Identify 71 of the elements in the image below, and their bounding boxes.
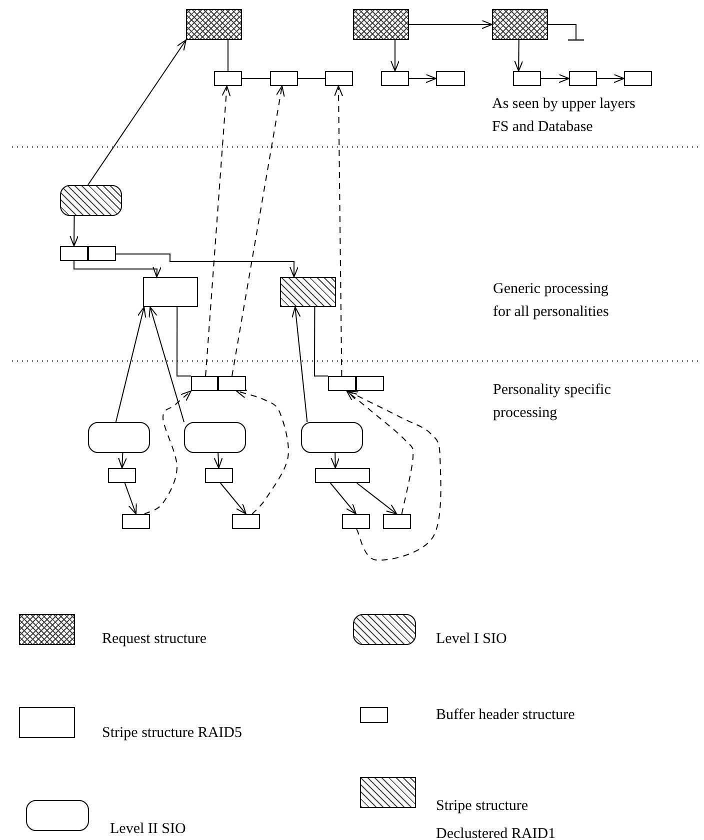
hatched-rounded-box [60, 185, 122, 216]
legend-label: Level I SIO [436, 630, 508, 649]
small-box [569, 71, 597, 86]
arrow [390, 40, 400, 72]
small-box [108, 468, 136, 483]
crosshatched-box [353, 9, 409, 40]
arrow [596, 74, 624, 83]
section-label: Generic processing for all personalities [493, 280, 610, 322]
small-box [381, 71, 409, 86]
arrow [115, 306, 146, 422]
connector-line [298, 78, 326, 79]
small-box [60, 246, 88, 261]
small-box [342, 514, 370, 529]
connector-line [314, 306, 328, 376]
dashed-arrow [346, 390, 414, 514]
arrow [356, 482, 398, 514]
section-label: As seen by upper layers FS and Database [492, 95, 636, 137]
arrow [292, 306, 308, 422]
legend-label: Request structure [102, 630, 208, 649]
small-box [328, 376, 356, 391]
connector-line [242, 78, 270, 79]
small-box [624, 71, 652, 86]
small-box [383, 514, 411, 529]
arrow [330, 452, 340, 468]
small-box [325, 71, 353, 86]
legend-label: Buffer header structure [436, 706, 576, 725]
arrow [118, 452, 127, 468]
small-box [205, 468, 233, 483]
arrow [124, 482, 137, 514]
section-label: Personality specific processing [493, 381, 612, 423]
arrow [116, 253, 298, 278]
arrow [330, 482, 356, 514]
dashed-arrow [232, 86, 285, 376]
arrow [148, 306, 184, 422]
small-box [88, 246, 116, 261]
arrow [70, 216, 79, 246]
arrow [408, 74, 436, 83]
crosshatched-box [186, 9, 242, 40]
small-box [191, 376, 218, 391]
arrow [74, 260, 162, 278]
arrow [540, 74, 570, 83]
arrow [408, 20, 492, 29]
connector-line [176, 306, 192, 376]
dashed-arrow [144, 390, 192, 514]
dashed-arrow [347, 390, 442, 561]
hatched-box [280, 277, 336, 307]
null-terminator-line [548, 24, 585, 41]
arrow [87, 40, 186, 186]
arrow [514, 40, 524, 72]
dashed-arrow [205, 86, 231, 376]
small-box [513, 71, 541, 86]
small-box [315, 468, 370, 483]
legend-label: Stripe structure Declustered RAID1 [436, 797, 557, 840]
small-box [270, 71, 298, 86]
small-box [356, 376, 384, 391]
small-box [214, 71, 242, 86]
legend-label: Stripe structure RAID5 [102, 724, 243, 743]
dashed-arrow [334, 86, 344, 376]
dashed-arrow [236, 390, 289, 514]
legend-label: Level II SIO [110, 820, 187, 839]
small-box [218, 376, 246, 391]
box [143, 277, 198, 307]
small-box [122, 514, 150, 529]
rounded-box [301, 422, 363, 453]
arrow [214, 452, 223, 468]
arrow [220, 482, 246, 514]
rounded-box [184, 422, 246, 453]
rounded-box [88, 422, 150, 453]
small-box [232, 514, 260, 529]
small-box [436, 71, 465, 86]
crosshatched-box [492, 9, 548, 40]
